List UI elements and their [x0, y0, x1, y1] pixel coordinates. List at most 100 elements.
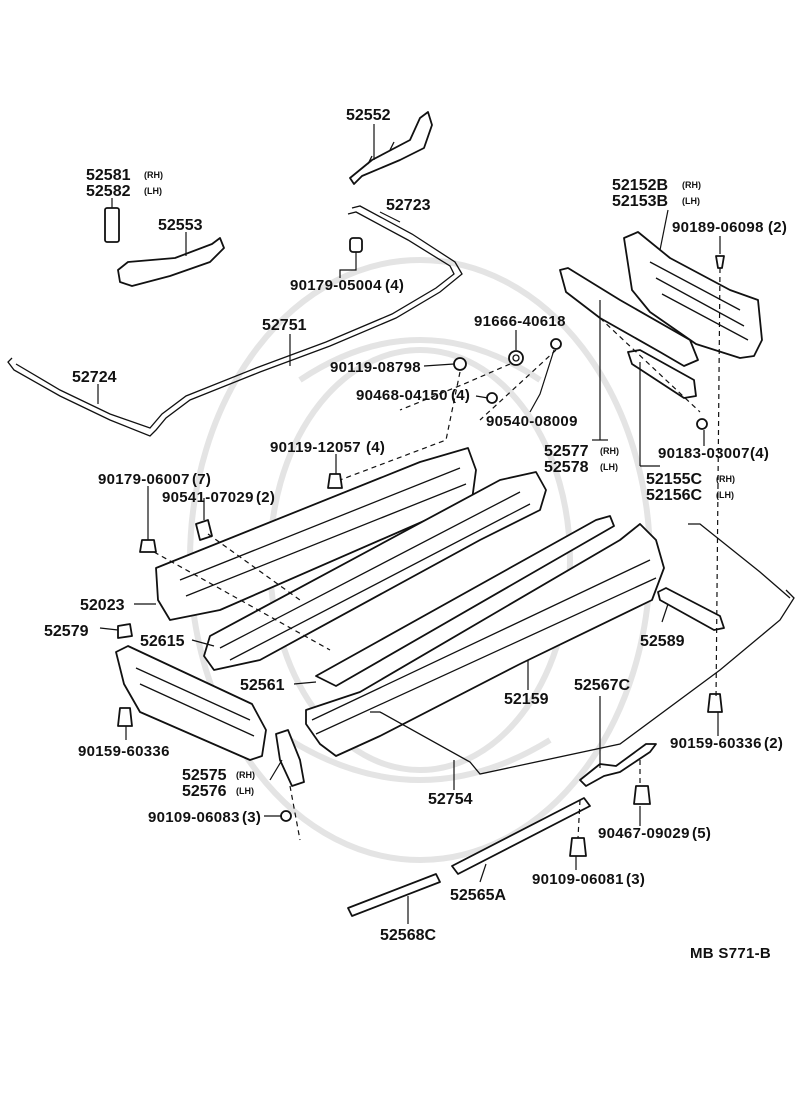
label-90468-04150: 90468-04150 [356, 387, 448, 404]
label-52724: 52724 [72, 369, 117, 386]
label-90109-06081: 90109-06081 [532, 871, 624, 888]
part-52581-shape [104, 207, 120, 243]
label-90183-03007: 90183-03007 [658, 445, 750, 462]
label-90189-06098: 90189-06098 [672, 219, 764, 236]
part-moulding-shape [7, 205, 463, 437]
label-52578: 52578 [544, 459, 589, 476]
label-52575: 52575 [182, 767, 227, 784]
label-52576: 52576 [182, 783, 227, 800]
part-52575-shape [275, 729, 305, 787]
label-52567C: 52567C [574, 677, 630, 694]
label-90541-07029-qty: (2) [256, 489, 275, 506]
part-52589-shape [657, 587, 725, 631]
label-52576-side: (LH) [236, 786, 254, 796]
label-52579: 52579 [44, 623, 89, 640]
label-52568C: 52568C [380, 927, 436, 944]
bolt-90159-60336-right-icon [707, 693, 723, 713]
clip-90541-07029-icon [195, 519, 213, 541]
label-52155C-side: (RH) [716, 474, 735, 484]
label-52561: 52561 [240, 677, 285, 694]
label-90467-09029: 90467-09029 [598, 825, 690, 842]
part-52568C-shape [347, 873, 441, 917]
part-52567C-shape [579, 743, 657, 787]
label-52615: 52615 [140, 633, 185, 650]
label-90540-08009: 90540-08009 [486, 413, 578, 430]
part-52754-end-shape [688, 523, 791, 599]
assembly-lines [153, 267, 721, 841]
fastener-90189-06098-icon [715, 255, 725, 269]
label-52155C: 52155C [646, 471, 702, 488]
clip-90179-05004-icon [349, 237, 363, 253]
label-90183-03007-qty: (4) [750, 445, 769, 462]
label-90541-07029: 90541-07029 [162, 489, 254, 506]
label-52754: 52754 [428, 791, 473, 808]
bolt-90109-06083-icon [280, 810, 292, 822]
label-52577-side: (RH) [600, 446, 619, 456]
label-52156C: 52156C [646, 487, 702, 504]
label-90119-08798: 90119-08798 [330, 359, 421, 376]
label-52159: 52159 [504, 691, 549, 708]
label-52751: 52751 [262, 317, 307, 334]
clip-52579-icon [117, 623, 133, 639]
label-91666-40618: 91666-40618 [474, 313, 566, 330]
label-52565A: 52565A [450, 887, 506, 904]
fastener-91666-40618-icon [508, 350, 524, 366]
clip-90119-12057-icon [327, 473, 343, 489]
label-90109-06083: 90109-06083 [148, 809, 240, 826]
label-90119-12057-qty: (4) [366, 439, 385, 456]
part-labels: 52552 52581 (RH) 52582 (LH) 52553 52723 … [44, 107, 787, 962]
label-52582-side: (LH) [144, 186, 162, 196]
fastener-90183-03007-icon [696, 418, 708, 430]
label-52581: 52581 [86, 167, 131, 184]
part-52577-shape [559, 267, 699, 367]
label-90467-09029-qty: (5) [692, 825, 711, 842]
diagram-ref-code: MB S771-B [690, 945, 771, 962]
part-left-mudguard-shape [115, 645, 267, 761]
label-52578-side: (LH) [600, 462, 618, 472]
label-52152B: 52152B [612, 177, 668, 194]
label-90179-06007-qty: (7) [192, 471, 211, 488]
part-52553-shape [117, 237, 225, 287]
part-52615-shape [203, 471, 547, 671]
label-90109-06083-qty: (3) [242, 809, 261, 826]
part-52754-shape [370, 589, 795, 775]
label-90119-12057: 90119-12057 [270, 439, 361, 456]
label-52156C-side: (LH) [716, 490, 734, 500]
label-52577: 52577 [544, 443, 589, 460]
label-52552: 52552 [346, 107, 391, 124]
part-52152B-shape [623, 231, 763, 359]
label-90468-04150-qty: (4) [451, 387, 470, 404]
part-52552-shape [349, 111, 433, 185]
leader-lines [97, 124, 721, 924]
fastener-90119-08798-icon [453, 357, 467, 371]
label-90159-60336-right: 90159-60336 [670, 735, 762, 752]
part-52159-shape [305, 523, 665, 757]
part-52561-shape [315, 515, 615, 687]
label-52023: 52023 [80, 597, 125, 614]
label-52589: 52589 [640, 633, 685, 650]
label-90159-60336-right-qty: (2) [764, 735, 783, 752]
label-52153B-side: (LH) [682, 196, 700, 206]
bolt-90109-06081-icon [569, 837, 587, 857]
label-90159-60336-left: 90159-60336 [78, 743, 170, 760]
label-52553: 52553 [158, 217, 203, 234]
label-52582: 52582 [86, 183, 131, 200]
part-52155C-shape [627, 349, 697, 399]
label-52152B-side: (RH) [682, 180, 701, 190]
bolt-90159-60336-left-icon [117, 707, 133, 727]
label-90109-06081-qty: (3) [626, 871, 645, 888]
label-90179-05004-qty: (4) [385, 277, 404, 294]
bolt-90467-09029-icon [633, 785, 651, 805]
label-90189-06098-qty: (2) [768, 219, 787, 236]
label-52575-side: (RH) [236, 770, 255, 780]
fastener-90468-04150-icon [486, 392, 498, 404]
clip-90179-06007-icon [139, 539, 157, 553]
label-90179-06007: 90179-06007 [98, 471, 190, 488]
label-52581-side: (RH) [144, 170, 163, 180]
part-52565A-shape [451, 797, 591, 875]
label-52153B: 52153B [612, 193, 668, 210]
label-90179-05004: 90179-05004 [290, 277, 382, 294]
fastener-90540-08009-icon [550, 338, 562, 350]
